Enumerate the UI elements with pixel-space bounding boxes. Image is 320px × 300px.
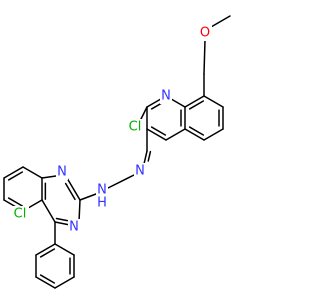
- bond-line-40: [7, 197, 24, 207]
- bond-line-35: [22, 166, 43, 179]
- atom-label-n-quinoline: N: [161, 89, 171, 104]
- label-bg-n-quinazoline-1: [56, 164, 68, 180]
- label-bg-cl-lower: [11, 206, 29, 222]
- atom-label-n-hydrazone-2: N: [97, 183, 107, 198]
- bond-line-23: [147, 150, 152, 162]
- bond-line-34: [78, 199, 81, 223]
- bond-line-33: [55, 217, 69, 222]
- atom-label-h-hydrazone: H: [97, 196, 107, 211]
- atom-label-n-quinazoline-3: N: [69, 220, 79, 235]
- bond-line-32: [54, 221, 71, 226]
- molecule-diagram: O N Cl N N H N N Cl: [3, 15, 231, 289]
- bond-line-36: [3, 166, 24, 179]
- atom-label-cl-upper: Cl: [129, 120, 142, 135]
- bond-line-15: [184, 128, 205, 141]
- label-bg-n-hydrazone-2: [96, 184, 108, 210]
- bond-line-27: [64, 182, 76, 201]
- bond-line-22: [143, 150, 148, 165]
- label-bg-n-quinazoline-3: [68, 219, 80, 235]
- label-bg-n-hydrazone-1: [134, 163, 146, 179]
- bond-line-14: [203, 128, 224, 141]
- bond-line-43: [35, 243, 56, 256]
- bond-line-44: [39, 248, 56, 258]
- bond-line-4: [150, 126, 167, 136]
- bond-line-47: [39, 274, 56, 284]
- atom-label-n-hydrazone-1: N: [135, 164, 145, 179]
- bond-line-37: [7, 171, 24, 181]
- bond-line-51: [54, 243, 75, 256]
- bond-line-28: [41, 175, 57, 179]
- atom-label-cl-lower: Cl: [14, 207, 27, 222]
- bond-line-31: [41, 199, 56, 223]
- bond-line-9: [184, 95, 205, 108]
- bond-line-26: [66, 177, 81, 201]
- bond-line-25: [79, 193, 97, 201]
- atom-label-o: O: [200, 26, 210, 41]
- bond-line-3: [146, 128, 167, 141]
- structure-svg: O N Cl N N H N N Cl: [3, 15, 231, 289]
- bond-line-11: [203, 95, 224, 108]
- bond-line-24: [107, 173, 137, 189]
- bond-line-48: [54, 276, 75, 289]
- atom-label-n-quinazoline-1: N: [57, 165, 67, 180]
- bond-line-10: [188, 100, 205, 110]
- bond-line-16: [188, 126, 205, 136]
- bond-line-20: [139, 106, 148, 122]
- bond-line-19: [210, 15, 231, 28]
- bond-line-18: [203, 39, 206, 75]
- bond-line-5: [165, 128, 186, 141]
- atom-labels: O N Cl N N H N N Cl: [11, 25, 212, 235]
- label-bg-n-quinoline: [160, 88, 172, 104]
- bonds: [3, 15, 231, 289]
- label-bg-o: [199, 25, 212, 41]
- bond-line-46: [35, 276, 56, 289]
- label-bg-cl-upper: [126, 119, 144, 135]
